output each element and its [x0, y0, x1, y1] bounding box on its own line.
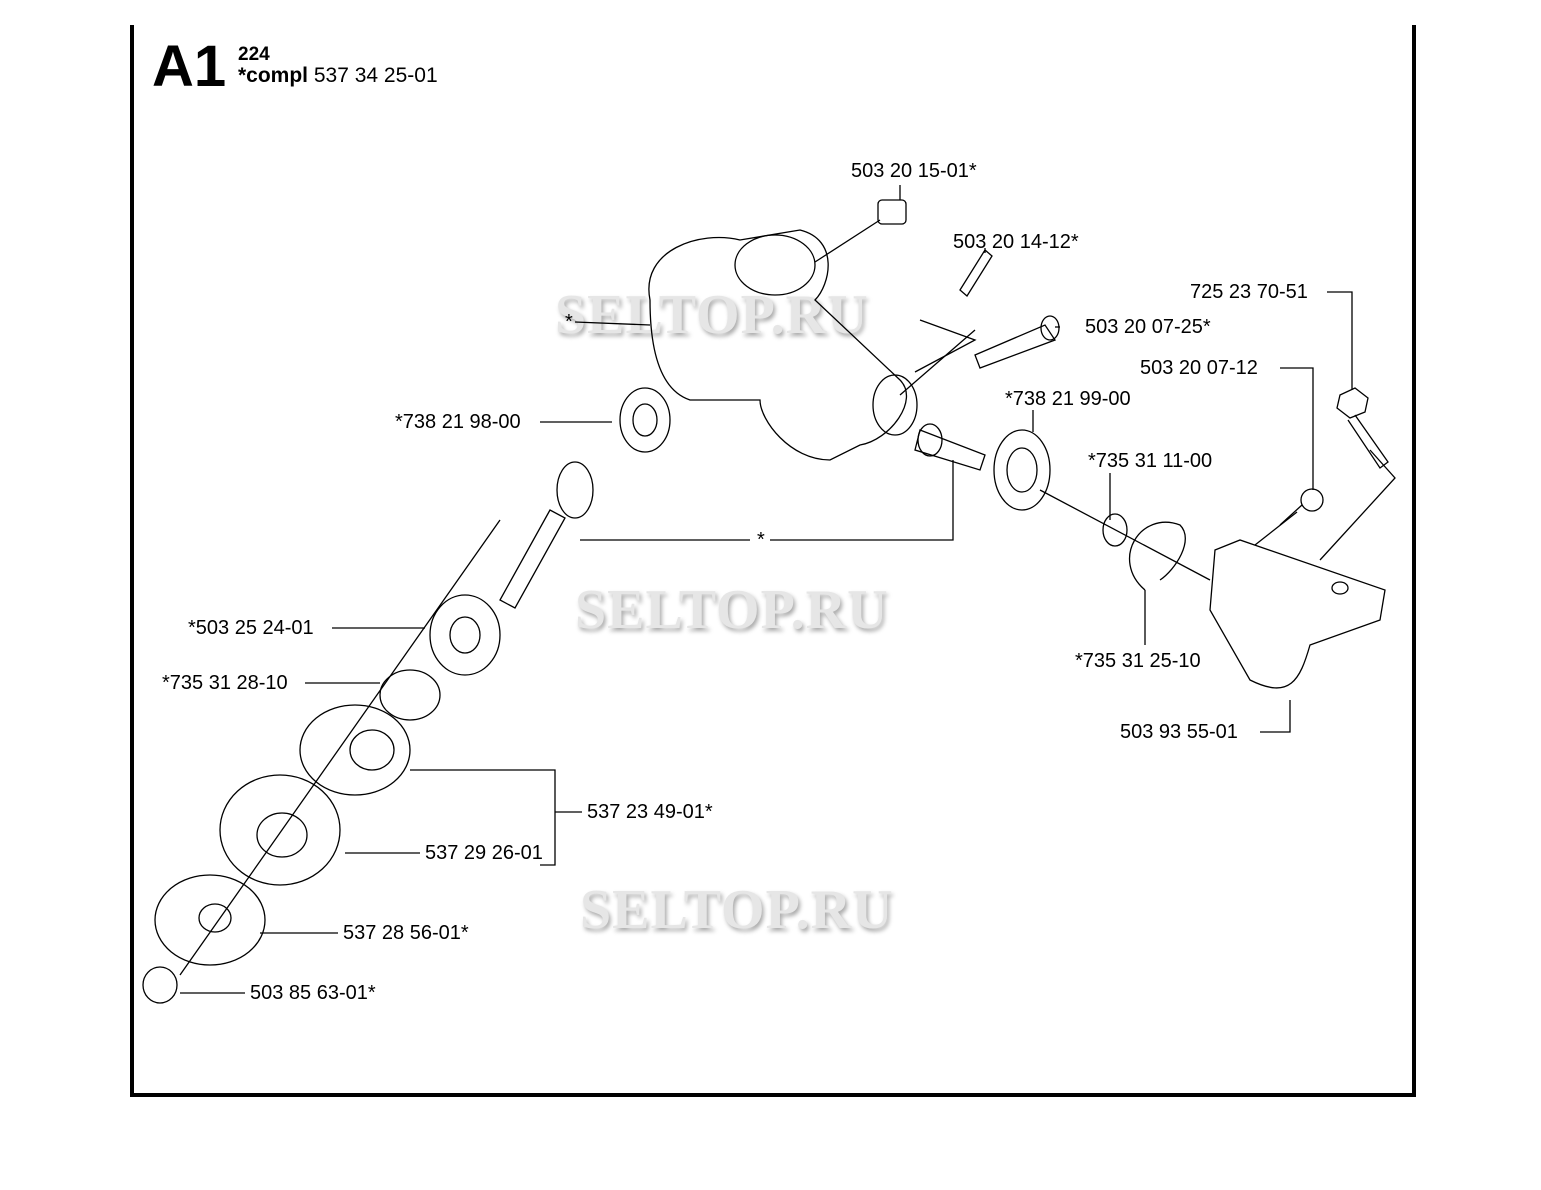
- part-label: *738 21 98-00: [395, 411, 521, 433]
- watermark: SELTOP.RU: [555, 284, 869, 346]
- guard-bolt: [1336, 387, 1389, 469]
- part-label: 537 29 26-01: [425, 842, 543, 864]
- complete-assembly-number: *compl 537 34 25-01: [238, 64, 438, 88]
- nut: [142, 966, 178, 1004]
- plug-screw: [877, 199, 907, 225]
- watermark: SELTOP.RU: [580, 879, 894, 941]
- part-label: *: [565, 311, 573, 333]
- support-flange: [219, 774, 341, 886]
- compl-number: 537 34 25-01: [313, 64, 438, 87]
- part-label: *738 21 99-00: [1005, 388, 1131, 410]
- guard-screw: [1279, 488, 1324, 526]
- cup-washer: [154, 874, 266, 966]
- part-label: 503 20 14-12*: [953, 231, 1079, 253]
- snap-ring-large: [1128, 521, 1186, 591]
- watermark: SELTOP.RU: [575, 579, 889, 641]
- o-ring: [379, 669, 441, 721]
- drawing-frame: [130, 25, 1416, 1097]
- bearing-upper: [619, 387, 671, 453]
- bearing-right: [993, 429, 1051, 511]
- part-label: 537 23 49-01*: [587, 801, 713, 823]
- part-label: *735 31 28-10: [162, 672, 288, 694]
- snap-ring-small: [1102, 513, 1128, 547]
- gear-housing: [648, 229, 918, 461]
- guard-cover: [1209, 539, 1386, 689]
- support-cup: [299, 704, 411, 796]
- part-label: 503 20 07-25*: [1085, 316, 1211, 338]
- small-screw: [959, 249, 993, 297]
- part-label: *503 25 24-01: [188, 617, 314, 639]
- long-screw: [974, 315, 1060, 369]
- leader-lines: [179, 185, 1396, 994]
- part-label: *: [757, 529, 765, 551]
- model-number: 224: [238, 44, 270, 65]
- part-label: 503 85 63-01*: [250, 982, 376, 1004]
- section-title: A1: [152, 34, 227, 99]
- pinion-gear: [914, 423, 986, 471]
- part-label: *735 31 11-00: [1088, 450, 1213, 472]
- part-label: 503 20 15-01*: [851, 160, 977, 182]
- part-label: 503 20 07-12: [1140, 357, 1258, 379]
- compl-prefix: *compl: [238, 64, 309, 87]
- bevel-gear-shaft: [499, 461, 594, 609]
- part-label: 503 93 55-01: [1120, 721, 1238, 743]
- part-label: 537 28 56-01*: [343, 922, 469, 944]
- part-label: *735 31 25-10: [1075, 650, 1201, 672]
- part-label: 725 23 70-51: [1190, 281, 1308, 303]
- bearing-lower: [429, 594, 501, 676]
